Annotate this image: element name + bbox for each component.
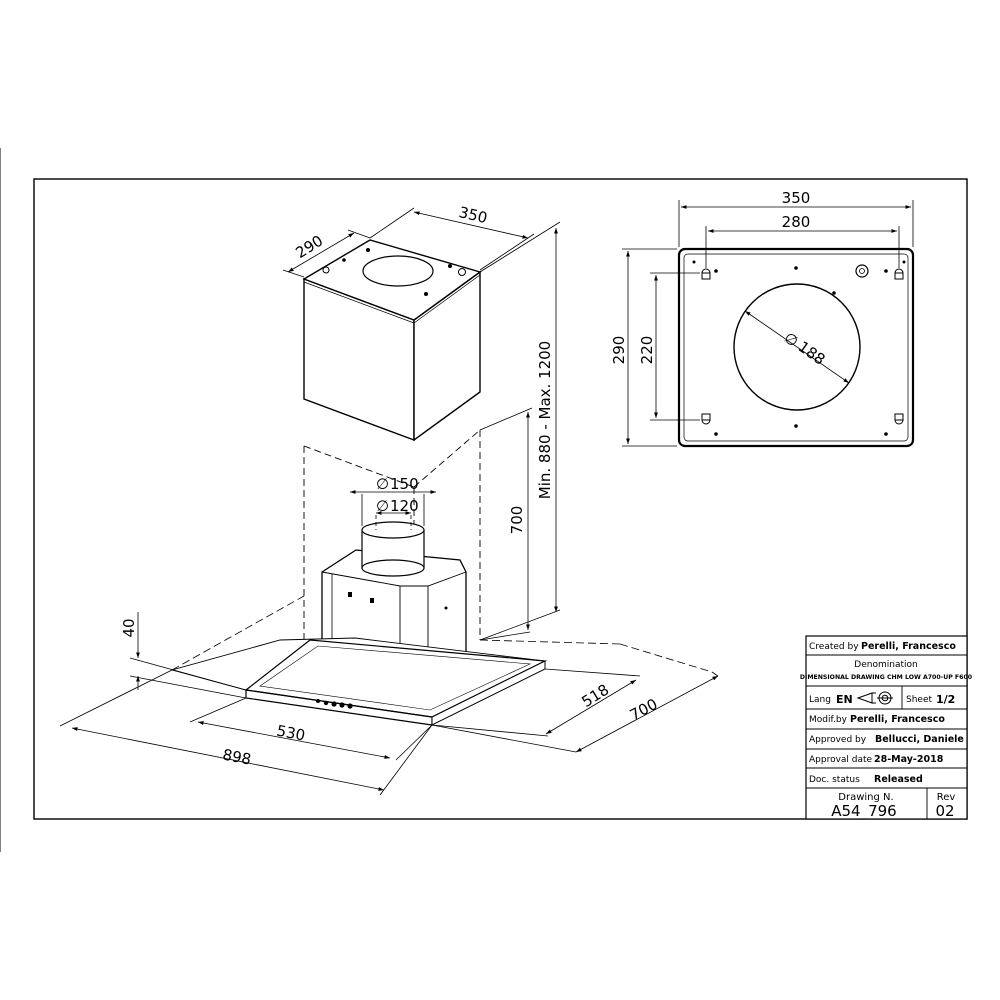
plate-width: 350 [782, 189, 811, 207]
lang-label: Lang [809, 695, 831, 705]
dim-top-width: 350 [457, 203, 489, 227]
plate-height: 290 [610, 336, 628, 365]
dim-duct-outer-symbol: ∅ [376, 475, 389, 493]
dim-glass-thickness: 40 [120, 618, 138, 637]
drawing-no-value: A54_796 [831, 802, 896, 821]
status-value: Released [874, 774, 923, 785]
rev-label: Rev [937, 792, 956, 803]
mounting-plate-view: ∅ 188 [677, 247, 915, 448]
denomination-value: DIMENSIONAL DRAWING CHM LOW A700-UP F600 [800, 674, 973, 681]
dim-top-depth: 290 [292, 232, 326, 262]
hood-dimension-lines [59, 207, 719, 796]
approval-date-value: 28-May-2018 [874, 754, 944, 765]
created-by-value: Perelli, Francesco [861, 641, 956, 652]
title-block: Created by Perelli, Francesco Denominati… [800, 635, 973, 821]
plate-hole-spacing-y: 220 [638, 336, 656, 365]
dim-glass-width: 898 [221, 746, 253, 769]
modif-value: Perelli, Francesco [850, 714, 945, 725]
plate-dimension-lines [622, 200, 914, 447]
dim-duct-inner: 120 [390, 497, 419, 515]
status-label: Doc. status [809, 775, 860, 785]
approved-value: Bellucci, Daniele [875, 734, 964, 745]
dim-lower-chimney: 700 [508, 506, 526, 535]
dim-duct-inner-symbol: ∅ [376, 497, 389, 515]
approved-label: Approved by [809, 735, 867, 745]
drawing-no-label: Drawing N. [838, 792, 893, 803]
dim-height-range: Min. 880 - Max. 1200 [536, 341, 554, 499]
dim-canopy-depth: 518 [578, 681, 612, 711]
hood-isometric-view [170, 239, 713, 726]
dim-glass-depth: 700 [627, 695, 661, 724]
plate-hole-spacing-x: 280 [782, 213, 811, 231]
dim-canopy-width: 530 [275, 722, 307, 745]
sheet-label: Sheet [906, 695, 932, 705]
drawing-frame [33, 178, 968, 820]
denomination-label: Denomination [854, 660, 917, 670]
created-by-label: Created by [809, 642, 859, 652]
modif-label: Modif.by [809, 715, 848, 725]
sheet-value: 1/2 [936, 693, 955, 706]
lang-value: EN [836, 693, 853, 706]
dim-duct-outer: 150 [390, 475, 419, 493]
approval-date-label: Approval date [809, 755, 873, 765]
rev-value: 02 [935, 802, 954, 820]
plate-dimension-labels: 350 280 290 220 [610, 189, 810, 364]
projection-symbol-icon [856, 691, 893, 705]
